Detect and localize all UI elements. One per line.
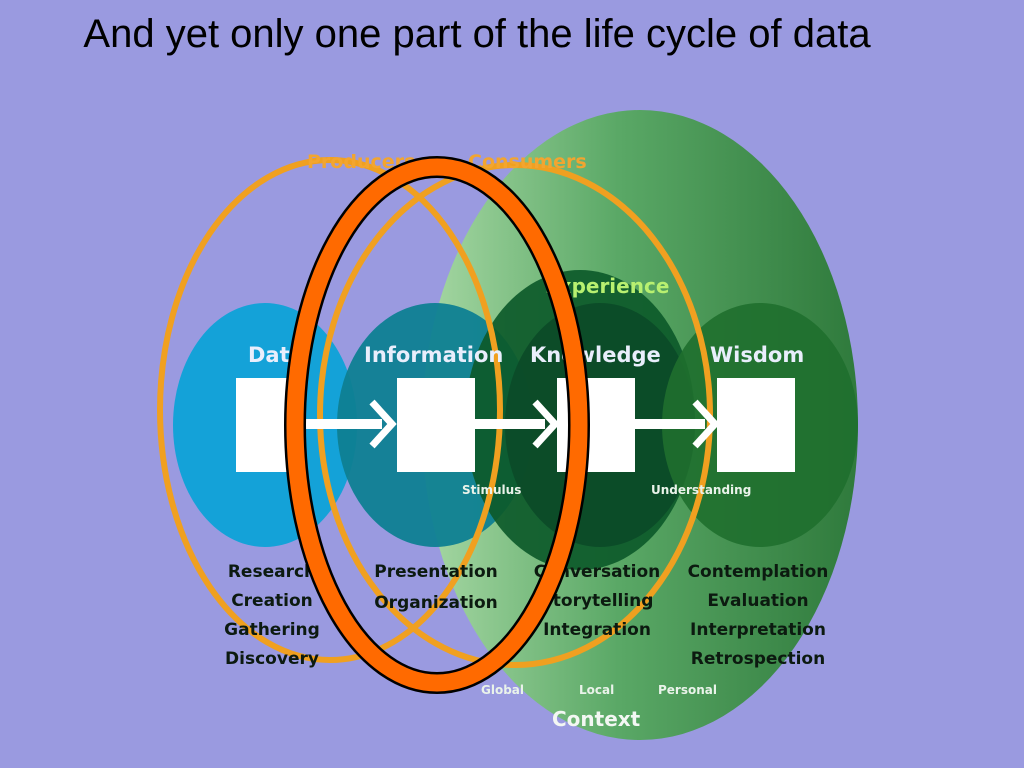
arrow-knowledge-to-wisdom — [635, 399, 720, 449]
activity-knowledge-2: Storytelling — [541, 591, 654, 611]
activity-data-1: Research — [228, 562, 316, 582]
context-scale-local: Local — [579, 683, 614, 697]
activity-information-1: Presentation — [374, 562, 497, 582]
activity-information-2: Organization — [374, 593, 498, 613]
producers-ring — [157, 157, 503, 663]
context-scale-global: Global — [481, 683, 524, 697]
context-label: Context — [552, 707, 641, 731]
stage-label-information: Information — [364, 343, 503, 367]
context-scale-personal: Personal — [658, 683, 717, 697]
activity-knowledge-3: Integration — [543, 620, 651, 640]
slide-title: And yet only one part of the life cycle … — [83, 12, 871, 56]
consumers-label: Consumers — [468, 151, 587, 173]
highlight-ellipse — [286, 158, 588, 692]
stage-label-wisdom: Wisdom — [710, 343, 804, 367]
activity-data-2: Creation — [231, 591, 313, 611]
information-box — [397, 378, 475, 472]
stage-label-knowledge: Knowledge — [530, 343, 661, 367]
activity-data-4: Discovery — [225, 649, 319, 669]
activity-wisdom-1: Contemplation — [688, 562, 829, 582]
activity-wisdom-3: Interpretation — [690, 620, 826, 640]
activity-data-3: Gathering — [224, 620, 320, 640]
transition-label-understanding: Understanding — [651, 483, 751, 497]
activity-wisdom-4: Retrospection — [691, 649, 825, 669]
producers-label: Producers — [307, 151, 415, 173]
transition-label-stimulus: Stimulus — [462, 483, 521, 497]
arrow-data-to-information — [294, 399, 397, 449]
wisdom-box — [717, 378, 795, 472]
arrow-information-to-knowledge — [475, 399, 560, 449]
activity-wisdom-2: Evaluation — [707, 591, 808, 611]
